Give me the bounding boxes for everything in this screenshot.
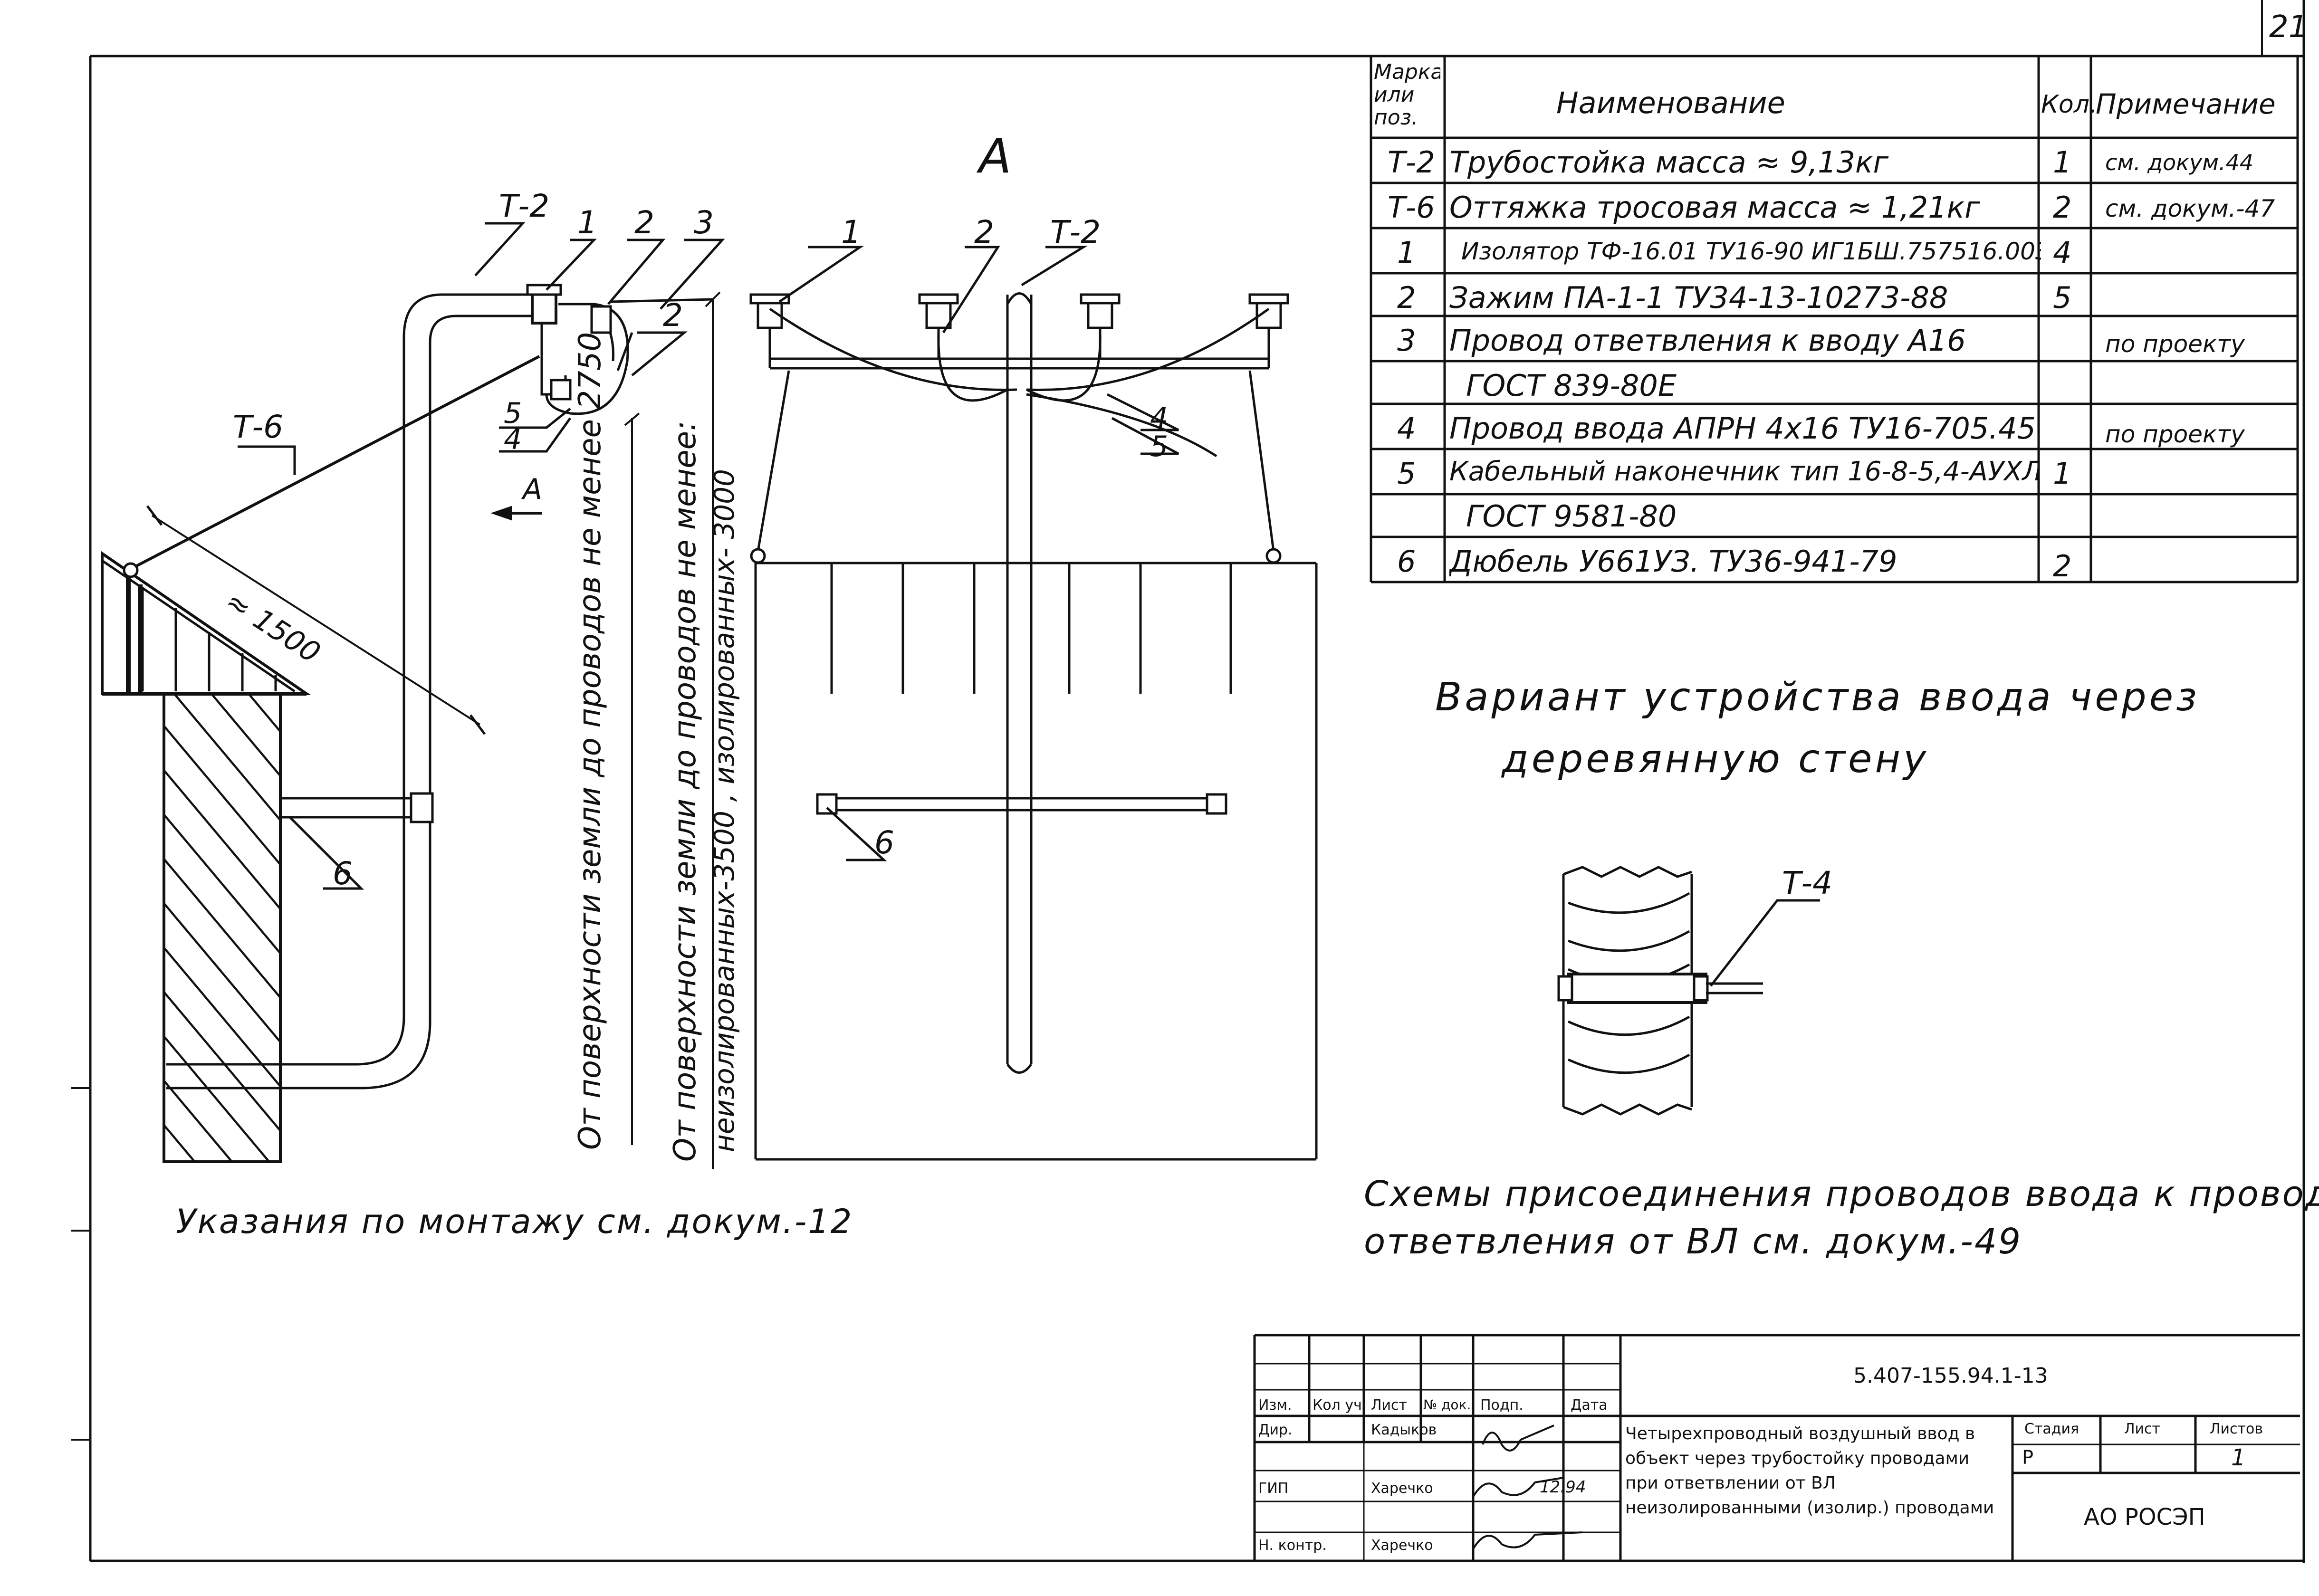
spec-header-mark: Марка или поз.: [1374, 61, 1440, 129]
drawing-title: Четырехпроводный воздушный ввод в объект…: [1625, 1424, 1994, 1518]
mounting-note: Указания по монтажу см. докум.-12: [176, 1202, 853, 1241]
wood-wall-detail: [1557, 866, 1820, 1116]
callout-5-left: 5: [504, 397, 522, 430]
organization: АО РОСЭП: [2084, 1504, 2205, 1530]
spec-header-name: Наименование: [1556, 86, 1785, 120]
doc-code: 5.407-155.94.1-13: [1853, 1364, 2048, 1388]
sheets-value: 1: [2231, 1444, 2246, 1471]
role-norm-control: Н. контр.: [1258, 1537, 1327, 1554]
callout-6-left: 6: [333, 855, 353, 892]
spec-table-grid: [1370, 57, 2299, 583]
col-header-sheet: Лист: [1371, 1397, 1408, 1414]
callout-2-left: 2: [634, 204, 654, 241]
title-block: 5.407-155.94.1-13 Изм. Кол уч Лист № док…: [1255, 1335, 2300, 1563]
callout-5-mid: 5: [1150, 430, 1169, 463]
col-header-rev: Изм.: [1258, 1397, 1292, 1414]
specification-table: Марка или поз. Наименование Кол. Примеча…: [1374, 61, 2276, 583]
name-norm-control: Харечко: [1371, 1537, 1433, 1554]
callout-1-left: 1: [577, 204, 597, 241]
variant-title-line1: Вариант устройства ввода через: [1435, 675, 2200, 720]
col-header-qty: Кол уч: [1313, 1397, 1362, 1414]
spec-header-note: Примечание: [2096, 88, 2276, 120]
name-gip: Харечко: [1371, 1480, 1433, 1497]
col-header-docno: № док.: [1423, 1397, 1471, 1413]
clearance-note-values: неизолированных-3500 , изолированных- 30…: [708, 469, 740, 1152]
clearance-note-2750: От поверхности земли до проводов не мене…: [573, 332, 608, 1150]
callout-t4: Т-4: [1782, 865, 1833, 901]
spec-header-qty: Кол.: [2041, 90, 2098, 119]
callout-3-left: 3: [694, 204, 714, 241]
title-block-grid: [1253, 1334, 2300, 1561]
col-header-sign: Подп.: [1480, 1397, 1524, 1414]
masonry-wall: [163, 690, 282, 1163]
view-a-front: [749, 246, 1318, 1161]
left-side-view: [101, 222, 725, 1169]
sheet-label: Лист: [2124, 1421, 2161, 1437]
signatures: [1472, 1424, 1583, 1550]
sheets-label: Листов: [2210, 1421, 2263, 1437]
variant-title-line2: деревянную стену: [1502, 736, 1929, 782]
callout-2-mid: 2: [974, 214, 994, 250]
stage-label: Стадия: [2024, 1421, 2079, 1437]
name-director: Кадыков: [1371, 1422, 1437, 1438]
role-director: Дир.: [1258, 1422, 1293, 1438]
callout-t2-left: Т-2: [499, 188, 550, 224]
sheet-frame: [71, 0, 2305, 1563]
sheet-number: 21: [2269, 10, 2308, 45]
callout-t6: Т-6: [233, 409, 284, 445]
callout-6-mid: 6: [874, 824, 894, 861]
date-gip: 12.94: [1540, 1478, 1586, 1497]
clearance-note-header: От поверхности земли до проводов не мене…: [668, 421, 703, 1162]
view-arrow-a-label: А: [523, 473, 543, 506]
schemes-note-line1: Схемы присоединения проводов ввода к про…: [1364, 1174, 2319, 1214]
view-label-a: А: [979, 128, 1012, 184]
callout-2b-left: 2: [663, 297, 683, 334]
callout-4-left: 4: [504, 423, 522, 456]
col-header-date: Дата: [1571, 1397, 1608, 1414]
callout-t2-mid: Т-2: [1050, 214, 1101, 250]
callout-1-mid: 1: [841, 214, 861, 250]
stage-value: Р: [2022, 1447, 2034, 1469]
schemes-note-line2: ответвления от ВЛ см. докум.-49: [1364, 1221, 2022, 1262]
role-gip: ГИП: [1258, 1480, 1289, 1497]
callout-4-mid: 4: [1150, 401, 1169, 435]
